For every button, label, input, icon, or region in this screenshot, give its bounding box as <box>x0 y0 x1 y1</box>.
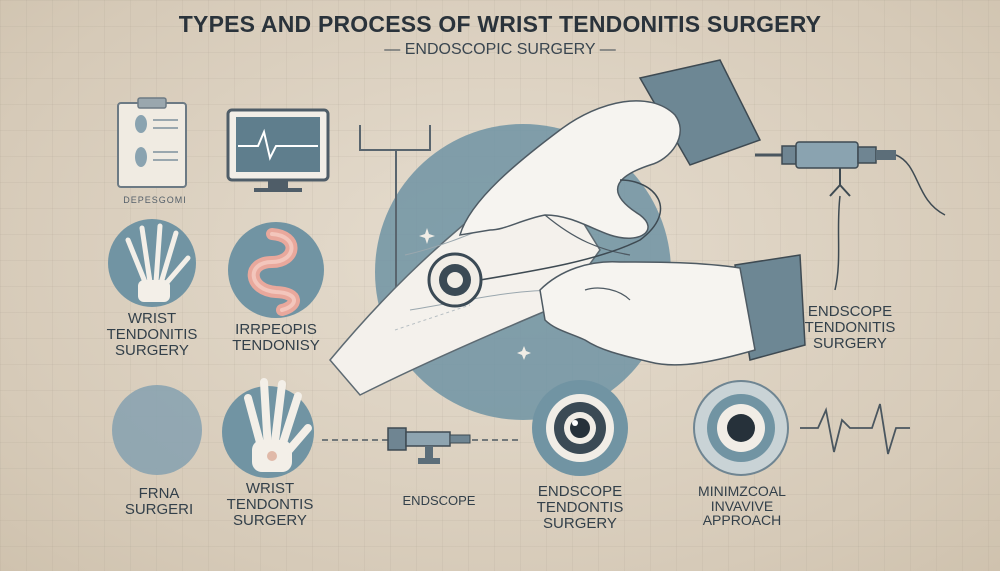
approach-label: Minimzcoal Invavive Approach <box>672 484 812 528</box>
lens-line3: Surgery <box>543 514 617 532</box>
texture-circle <box>112 385 202 475</box>
lens-label: Endscope Tendontis Surgery <box>510 484 650 531</box>
sparkles <box>419 228 531 360</box>
panel3-label: Frna Surgeri <box>104 486 214 518</box>
panel4-line1: Wrist <box>245 480 295 497</box>
hand-xray-icon <box>108 219 196 307</box>
approach-line2: Invavive <box>710 497 774 514</box>
panel2-line2: Tendonisy <box>232 336 320 354</box>
endoscope-icon <box>387 427 471 464</box>
approach-line1: Minimzcoal <box>698 483 786 499</box>
lens-line2: Tendontis <box>536 498 624 516</box>
approach-line3: Approach <box>702 512 782 529</box>
clipboard-caption: Depesgomi <box>123 195 187 205</box>
panel4-label: Wrist Tendontis Surgery <box>212 481 328 528</box>
lens-icon-2 <box>693 380 789 476</box>
panel2-line1: Irrpeopis <box>235 321 317 338</box>
clipboard-icon <box>117 97 187 188</box>
target-lens-icon <box>427 252 483 308</box>
panel1-line2: Tendonitis <box>106 325 198 343</box>
panel3-line1: Frna <box>138 485 180 502</box>
endoscope-device-icon <box>755 141 946 291</box>
hand-illustration-icon <box>222 378 314 478</box>
page-title: Types and Process of Wrist Tendonitis Su… <box>178 11 822 37</box>
right-line2: Tendonitis <box>804 318 896 336</box>
cable <box>479 179 662 281</box>
right-line1: Endscope <box>807 303 893 320</box>
panel1-label: Wrist Tendonitis Surgery <box>96 311 208 358</box>
lower-hand-illustration <box>539 254 806 366</box>
monitor-icon <box>226 108 330 192</box>
panel2-label: Irrpeopis Tendonisy <box>218 322 334 354</box>
intestine-icon <box>228 222 324 318</box>
right-line3: Surgery <box>813 334 887 352</box>
right-label: Endscope Tendonitis Surgery <box>780 304 920 351</box>
panel3-line2: Surgeri <box>124 500 194 518</box>
lens-icon <box>532 380 628 476</box>
page-subtitle: — Endoscopic Surgery — <box>384 41 616 58</box>
panel1-line1: Wrist <box>127 310 177 327</box>
panel4-line2: Tendontis <box>226 495 314 513</box>
lens-line1: Endscope <box>537 483 623 500</box>
panel4-line3: Surgery <box>233 511 307 529</box>
heartbeat-icon <box>800 403 910 455</box>
upper-hand-illustration <box>458 59 762 256</box>
endoscope-label: Endscope <box>402 493 476 508</box>
panel1-line3: Surgery <box>115 341 189 359</box>
